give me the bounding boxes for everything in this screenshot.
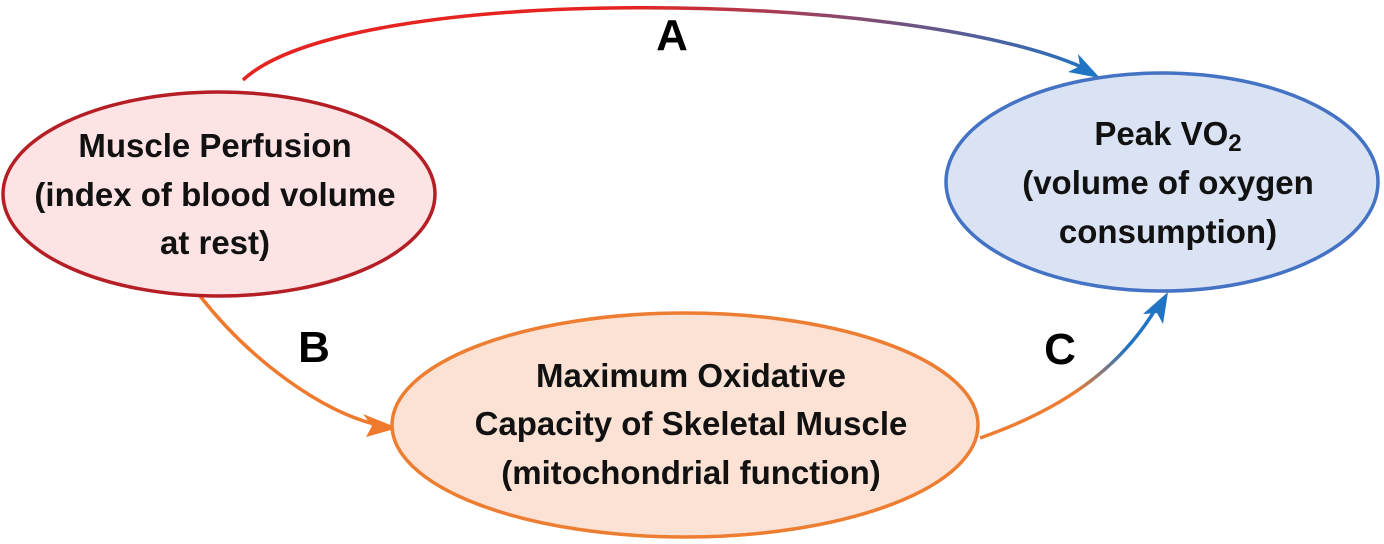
edge-a-label: A xyxy=(656,11,688,60)
edge-c-arrowhead xyxy=(1143,292,1168,324)
edge-a-arc xyxy=(241,6,1093,82)
edge-a-arrowhead xyxy=(1068,54,1100,78)
node-peak-vo2-line-2: consumption) xyxy=(1059,213,1277,250)
node-peak-vo2-shape xyxy=(944,71,1380,293)
node-muscle-perfusion: Muscle Perfusion (index of blood volume … xyxy=(1,90,437,298)
edge-b-arc xyxy=(198,294,375,426)
node-max-oxidative-capacity-line-1: Maximum Oxidative xyxy=(536,357,846,394)
node-peak-vo2-title: Peak VO2 xyxy=(1094,115,1241,157)
node-max-oxidative-capacity: Maximum Oxidative Capacity of Skeletal M… xyxy=(390,311,980,539)
node-muscle-perfusion-line-2: (index of blood volume xyxy=(34,176,395,213)
node-peak-vo2: Peak VO2 (volume of oxygen consumption) xyxy=(944,71,1380,293)
edge-c: C xyxy=(979,292,1168,440)
node-max-oxidative-capacity-line-2: Capacity of Skeletal Muscle xyxy=(475,405,908,442)
node-max-oxidative-capacity-shape xyxy=(390,311,980,539)
node-muscle-perfusion-shape xyxy=(1,90,437,298)
node-muscle-perfusion-line-1: Muscle Perfusion xyxy=(78,127,351,164)
edge-c-arc xyxy=(979,304,1160,440)
node-peak-vo2-line-1: (volume of oxygen xyxy=(1022,164,1314,201)
edge-a: A xyxy=(241,6,1100,82)
edge-b: B xyxy=(198,294,398,437)
edge-c-label: C xyxy=(1044,325,1076,374)
node-max-oxidative-capacity-line-3: (mitochondrial function) xyxy=(501,454,880,491)
node-muscle-perfusion-line-3: at rest) xyxy=(160,224,270,261)
edge-b-label: B xyxy=(298,323,330,372)
edge-b-arrowhead xyxy=(363,414,398,437)
